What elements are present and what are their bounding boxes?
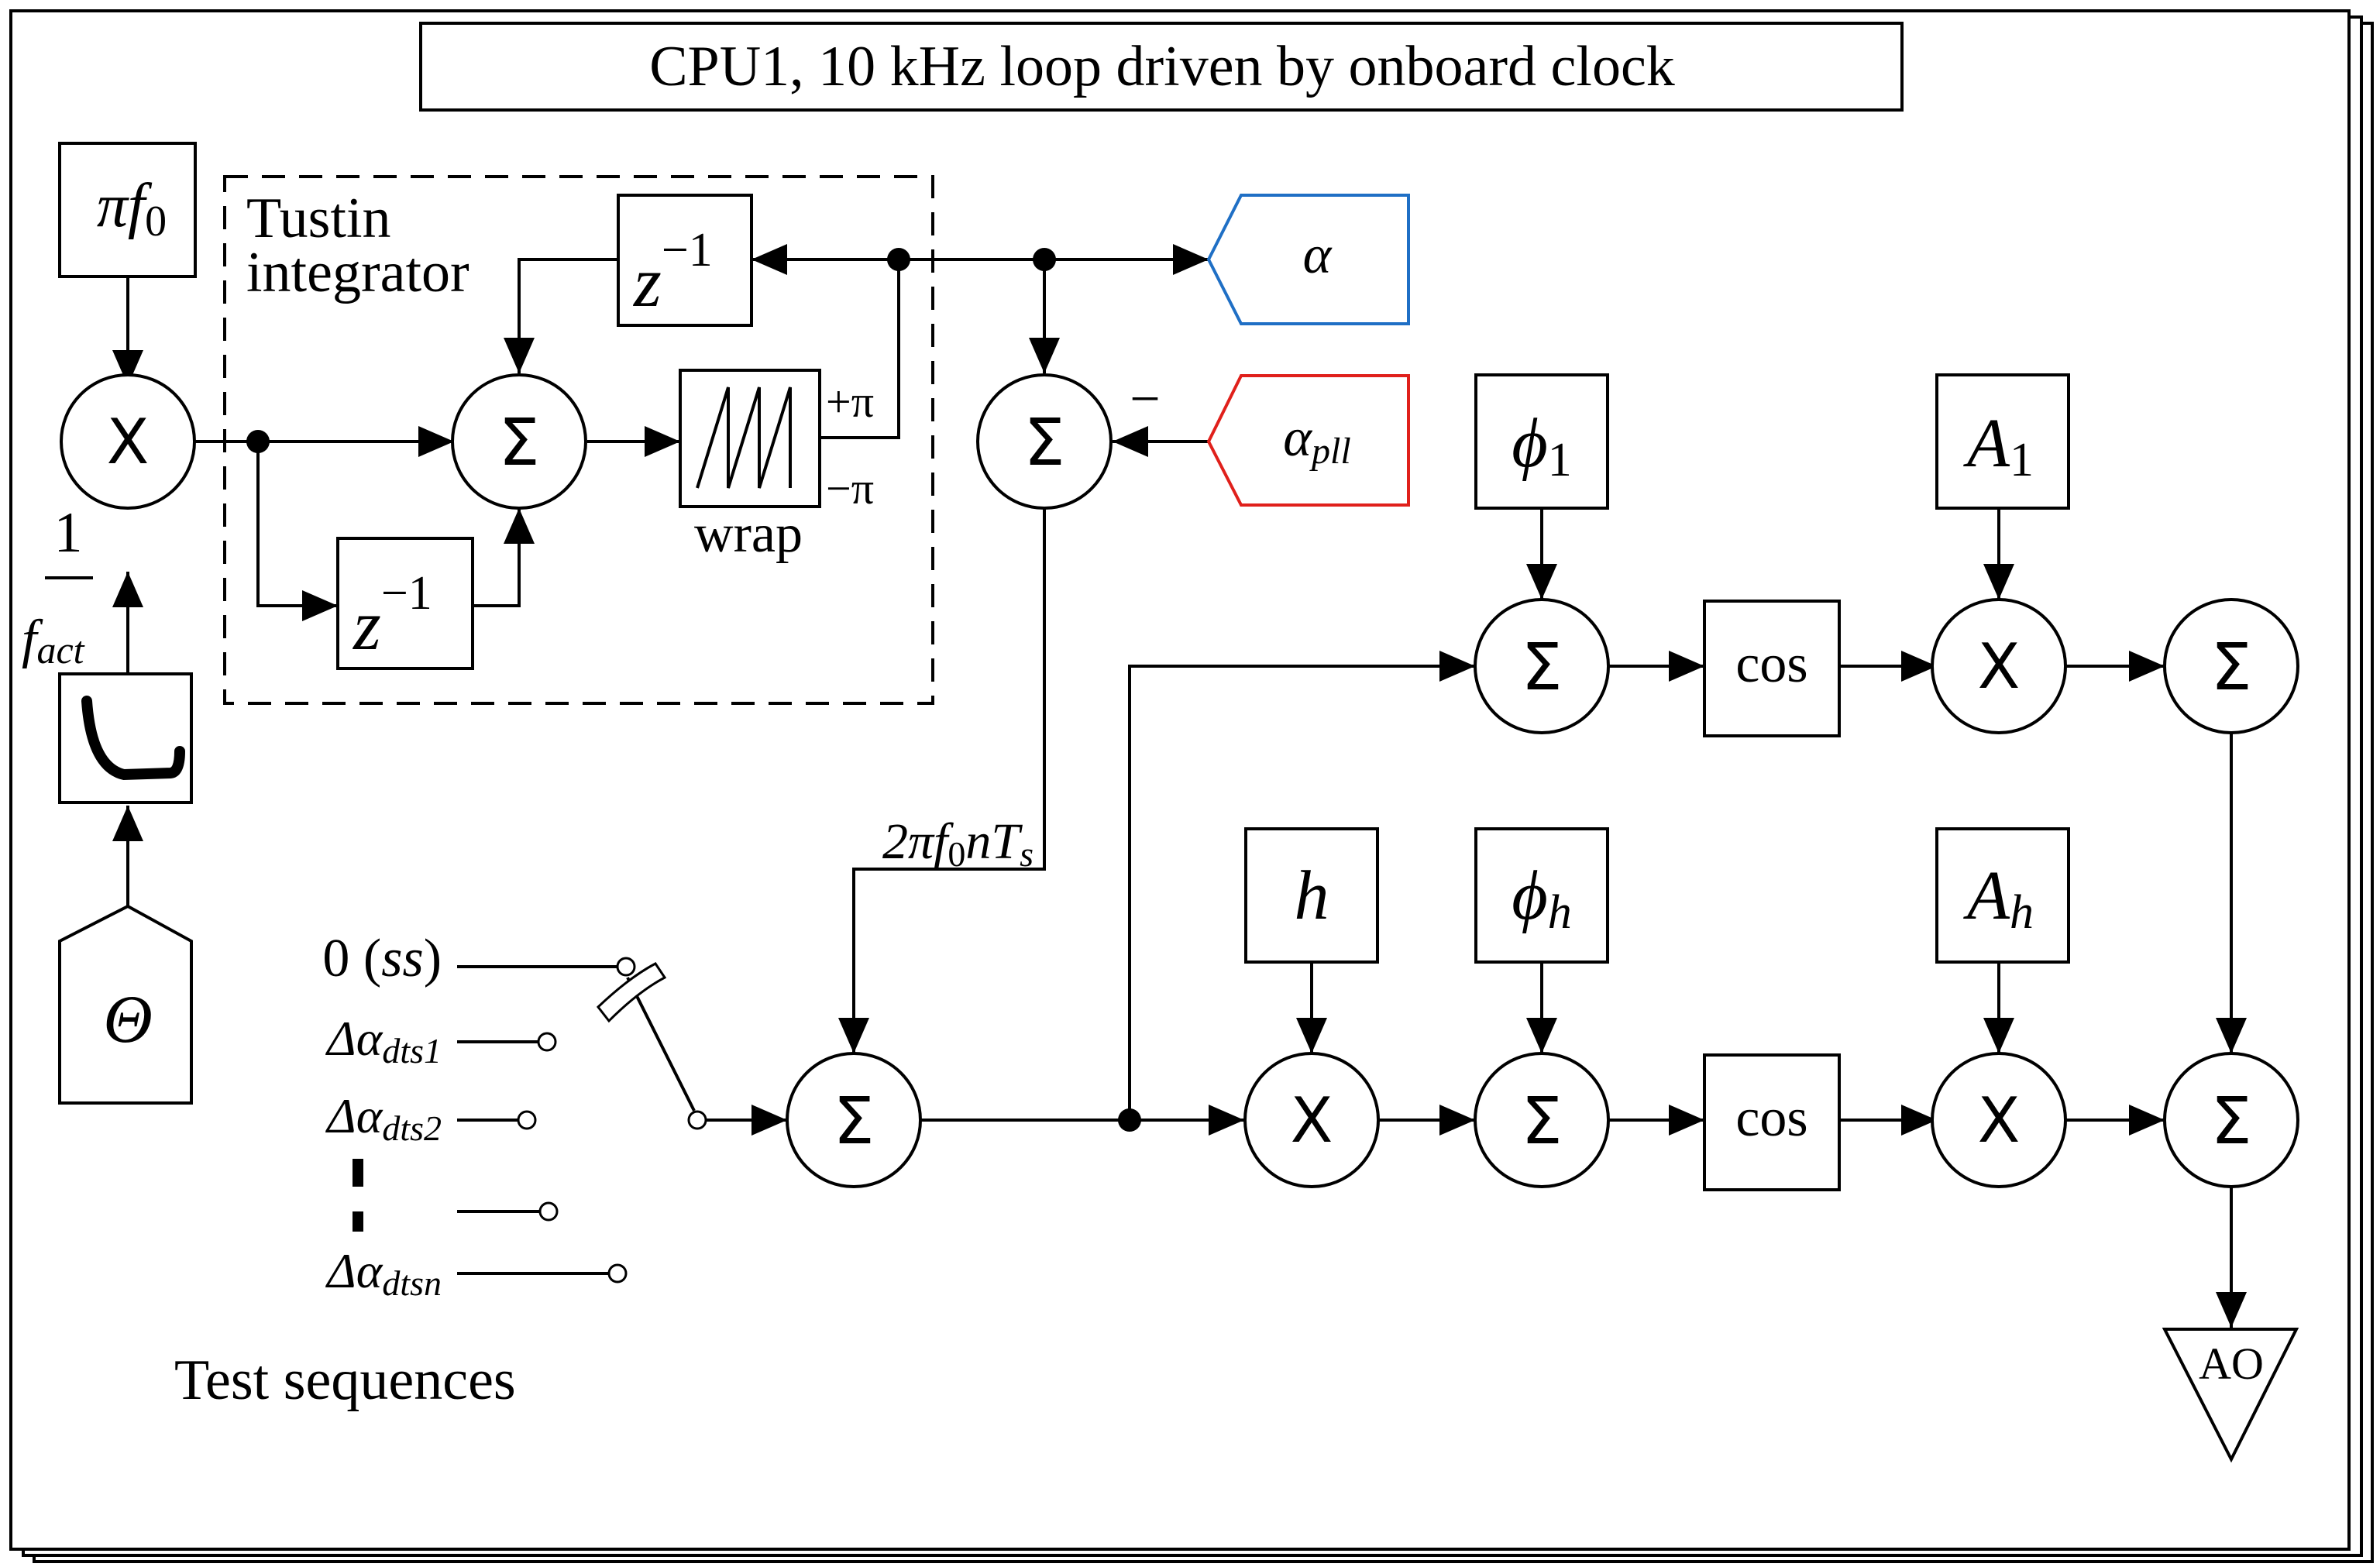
svg-text:ϕh: ϕh: [1512, 857, 1572, 939]
multiplier-h: X: [1243, 1052, 1380, 1188]
analog-output: AO: [2162, 1328, 2299, 1463]
svg-text:X: X: [1978, 631, 2021, 703]
svg-text:Σ: Σ: [833, 1083, 874, 1159]
svg-text:αpll: αpll: [1283, 408, 1350, 472]
multiplier-Ah: X: [1931, 1052, 2067, 1188]
theta-input-block: Θ: [58, 904, 193, 1105]
integrator-label-line2: integrator: [246, 241, 469, 304]
output-sum-bottom: Σ: [2163, 1052, 2299, 1188]
A1-block: A1: [1935, 373, 2070, 510]
svg-text:πf0: πf0: [97, 172, 167, 246]
wrap-block: wrap +π −π: [679, 369, 874, 564]
test-seq-item-dts2: Δαdts2: [325, 1088, 442, 1148]
alpha-pll-input-tag: αpll: [1206, 374, 1410, 507]
alpha-tag-shape: [1206, 194, 1410, 325]
phi1-block: ϕ1: [1474, 373, 1609, 510]
test-sequences: 0 (ss) Δαdts1 Δαdts2 Δαdtsn Test sequenc…: [174, 929, 516, 1412]
switch-common-contact: [687, 1110, 707, 1130]
wires: [112, 244, 2247, 1328]
svg-text:Ah: Ah: [1963, 857, 2034, 939]
switch-contact-dts2: [517, 1110, 537, 1130]
page-title: CPU1, 10 kHz loop driven by onboard cloc…: [649, 35, 1675, 98]
harmonic-phase-sum: Σ: [1474, 1052, 1610, 1188]
test-seq-item-dts1: Δαdts1: [325, 1011, 442, 1070]
switch-contacts: [517, 957, 707, 1283]
junctions: [246, 248, 1141, 1132]
svg-text:cos: cos: [1735, 634, 1807, 694]
phase-error-sum: Σ −: [976, 369, 1161, 510]
svg-text:1: 1: [54, 501, 83, 565]
svg-text:α: α: [1303, 225, 1333, 285]
svg-text:Σ: Σ: [1521, 1083, 1562, 1159]
switch-contact-dtsn: [607, 1263, 628, 1283]
Ah-block: Ah: [1935, 827, 2070, 964]
phih-block: ϕh: [1474, 827, 1609, 964]
svg-text:h: h: [1295, 857, 1329, 934]
svg-text:X: X: [1291, 1084, 1333, 1156]
svg-text:ϕ1: ϕ1: [1512, 405, 1572, 486]
minus-sign: −: [1130, 369, 1160, 429]
pi-f0-block: πf0: [58, 142, 197, 278]
svg-text:z−1: z−1: [632, 224, 713, 321]
fundamental-phase-sum: Σ: [1474, 598, 1610, 734]
svg-text:Σ: Σ: [1023, 404, 1064, 480]
phase-signal-label: 2πf0nTs: [882, 813, 1034, 874]
test-seq-item-dtsn: Δαdtsn: [325, 1243, 442, 1303]
integrator-delay-feedback: z−1: [617, 194, 753, 327]
svg-text:Θ: Θ: [103, 982, 153, 1057]
lowpass-filter-block: [58, 672, 193, 804]
output-sum-top: Σ: [2163, 598, 2299, 734]
test-sequence-sum: Σ: [786, 1052, 922, 1188]
switch-contact-dts1: [537, 1032, 557, 1052]
svg-text:Σ: Σ: [498, 404, 539, 480]
svg-text:AO: AO: [2199, 1338, 2264, 1389]
switch-arm: [596, 962, 667, 1023]
svg-text:z−1: z−1: [352, 567, 432, 665]
multiplier-frequency: X: [60, 373, 196, 510]
integrator-label-line1: Tustin: [246, 187, 391, 250]
integrator-delay-input: z−1: [336, 537, 474, 670]
title-box: CPU1, 10 kHz loop driven by onboard cloc…: [419, 22, 1904, 112]
svg-text:+π: +π: [826, 376, 874, 427]
integrator-sum: Σ: [451, 373, 587, 510]
svg-text:Σ: Σ: [1521, 629, 1562, 705]
svg-text:cos: cos: [1735, 1088, 1807, 1148]
cos-block-harmonic: cos: [1703, 1053, 1841, 1191]
h-block: h: [1244, 827, 1379, 964]
switch-contact-blank: [538, 1201, 559, 1222]
inv-fact-label: 1 fact: [22, 501, 93, 672]
alpha-pll-tag-shape: [1206, 374, 1410, 507]
svg-text:wrap: wrap: [694, 504, 803, 564]
svg-text:−π: −π: [826, 463, 874, 514]
test-seq-item-ss: 0 (ss): [322, 929, 442, 988]
cos-block-fundamental: cos: [1703, 600, 1841, 737]
svg-text:A1: A1: [1963, 405, 2034, 486]
test-sequences-title: Test sequences: [174, 1349, 516, 1412]
svg-text:Σ: Σ: [2210, 1083, 2251, 1159]
svg-text:X: X: [1978, 1084, 2021, 1156]
multiply-symbol: X: [107, 406, 150, 478]
svg-text:Σ: Σ: [2210, 629, 2251, 705]
sawtooth-icon: [696, 387, 792, 489]
alpha-output-tag: α: [1206, 194, 1410, 325]
lowpass-curve-icon: [81, 696, 185, 781]
multiplier-A1: X: [1931, 598, 2067, 734]
switch-contact-ss: [616, 957, 636, 977]
